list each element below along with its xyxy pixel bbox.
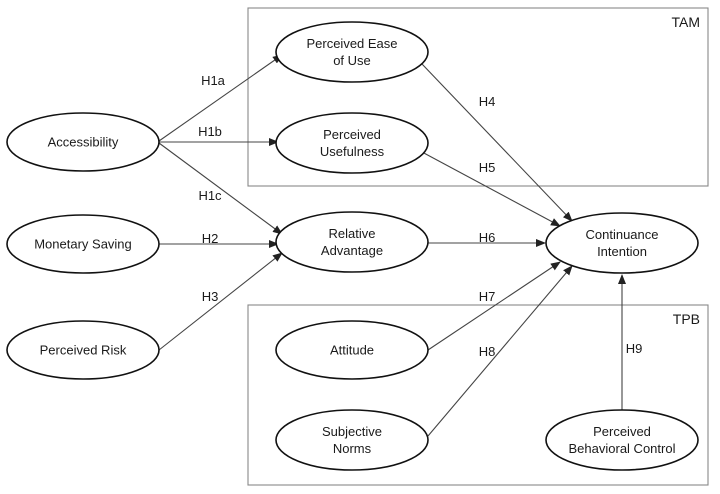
groups-layer: TAM TPB (247, 7, 709, 486)
node-ellipse-relative_advantage (275, 211, 429, 273)
edge-label-h1b: H1b (198, 124, 222, 139)
node-label-accessibility: Accessibility (48, 135, 119, 150)
group-tpb: TPB (247, 304, 709, 486)
edge-h1a-arrow (158, 54, 283, 142)
node-label-continuance_intention-line2: Intention (597, 244, 647, 259)
edge-h4-arrow (421, 63, 573, 222)
node-monetary_saving: Monetary Saving (6, 214, 160, 274)
edge-label-h1c: H1c (198, 188, 222, 203)
node-label-pu-line2: Usefulness (320, 144, 385, 159)
node-ellipse-pbc (545, 409, 699, 471)
node-label-relative_advantage-line2: Advantage (321, 243, 383, 258)
edge-label-h2: H2 (202, 231, 219, 246)
edge-h8-arrow (427, 265, 573, 437)
node-ellipse-attitude (275, 320, 429, 380)
edges-layer (158, 54, 626, 437)
node-label-peou-line2: of Use (333, 53, 371, 68)
edge-h1c-arrow (158, 142, 283, 235)
node-label-attitude: Attitude (330, 343, 374, 358)
node-label-subjective_norms-line2: Norms (333, 441, 372, 456)
node-label-perceived_risk: Perceived Risk (40, 343, 127, 358)
edge-label-h3: H3 (202, 289, 219, 304)
node-label-peou-line1: Perceived Ease (306, 36, 397, 51)
node-ellipse-monetary_saving (6, 214, 160, 274)
node-label-subjective_norms-line1: Subjective (322, 424, 382, 439)
edge-label-h4: H4 (479, 94, 496, 109)
node-ellipse-perceived_risk (6, 320, 160, 380)
group-box-tpb (247, 304, 709, 486)
edge-label-h8: H8 (479, 344, 496, 359)
edge-label-h6: H6 (479, 230, 496, 245)
edge-h7-arrow (427, 261, 561, 351)
node-ellipse-pu (275, 112, 429, 174)
node-ellipse-continuance_intention (545, 212, 699, 274)
node-ellipse-accessibility (6, 112, 160, 172)
node-perceived_risk: Perceived Risk (6, 320, 160, 380)
node-accessibility: Accessibility (6, 112, 160, 172)
edge-label-h7: H7 (479, 289, 496, 304)
edge-label-h9: H9 (626, 341, 643, 356)
group-label-tpb: TPB (673, 311, 700, 327)
group-box-tam (247, 7, 709, 187)
group-tam: TAM (247, 7, 709, 187)
group-label-tam: TAM (671, 14, 700, 30)
node-label-monetary_saving: Monetary Saving (34, 237, 132, 252)
node-peou: Perceived Ease of Use (275, 21, 429, 83)
node-attitude: Attitude (275, 320, 429, 380)
node-ellipse-subjective_norms (275, 409, 429, 471)
edge-h5-arrow (421, 151, 561, 227)
node-label-pbc-line2: Behavioral Control (569, 441, 676, 456)
node-label-pu-line1: Perceived (323, 127, 381, 142)
edge-label-h1a: H1a (201, 73, 226, 88)
edge-label-h5: H5 (479, 160, 496, 175)
node-ellipse-peou (275, 21, 429, 83)
node-label-continuance_intention-line1: Continuance (586, 227, 659, 242)
edge-h3-arrow (158, 252, 283, 351)
node-label-pbc-line1: Perceived (593, 424, 651, 439)
node-label-relative_advantage-line1: Relative (329, 226, 376, 241)
